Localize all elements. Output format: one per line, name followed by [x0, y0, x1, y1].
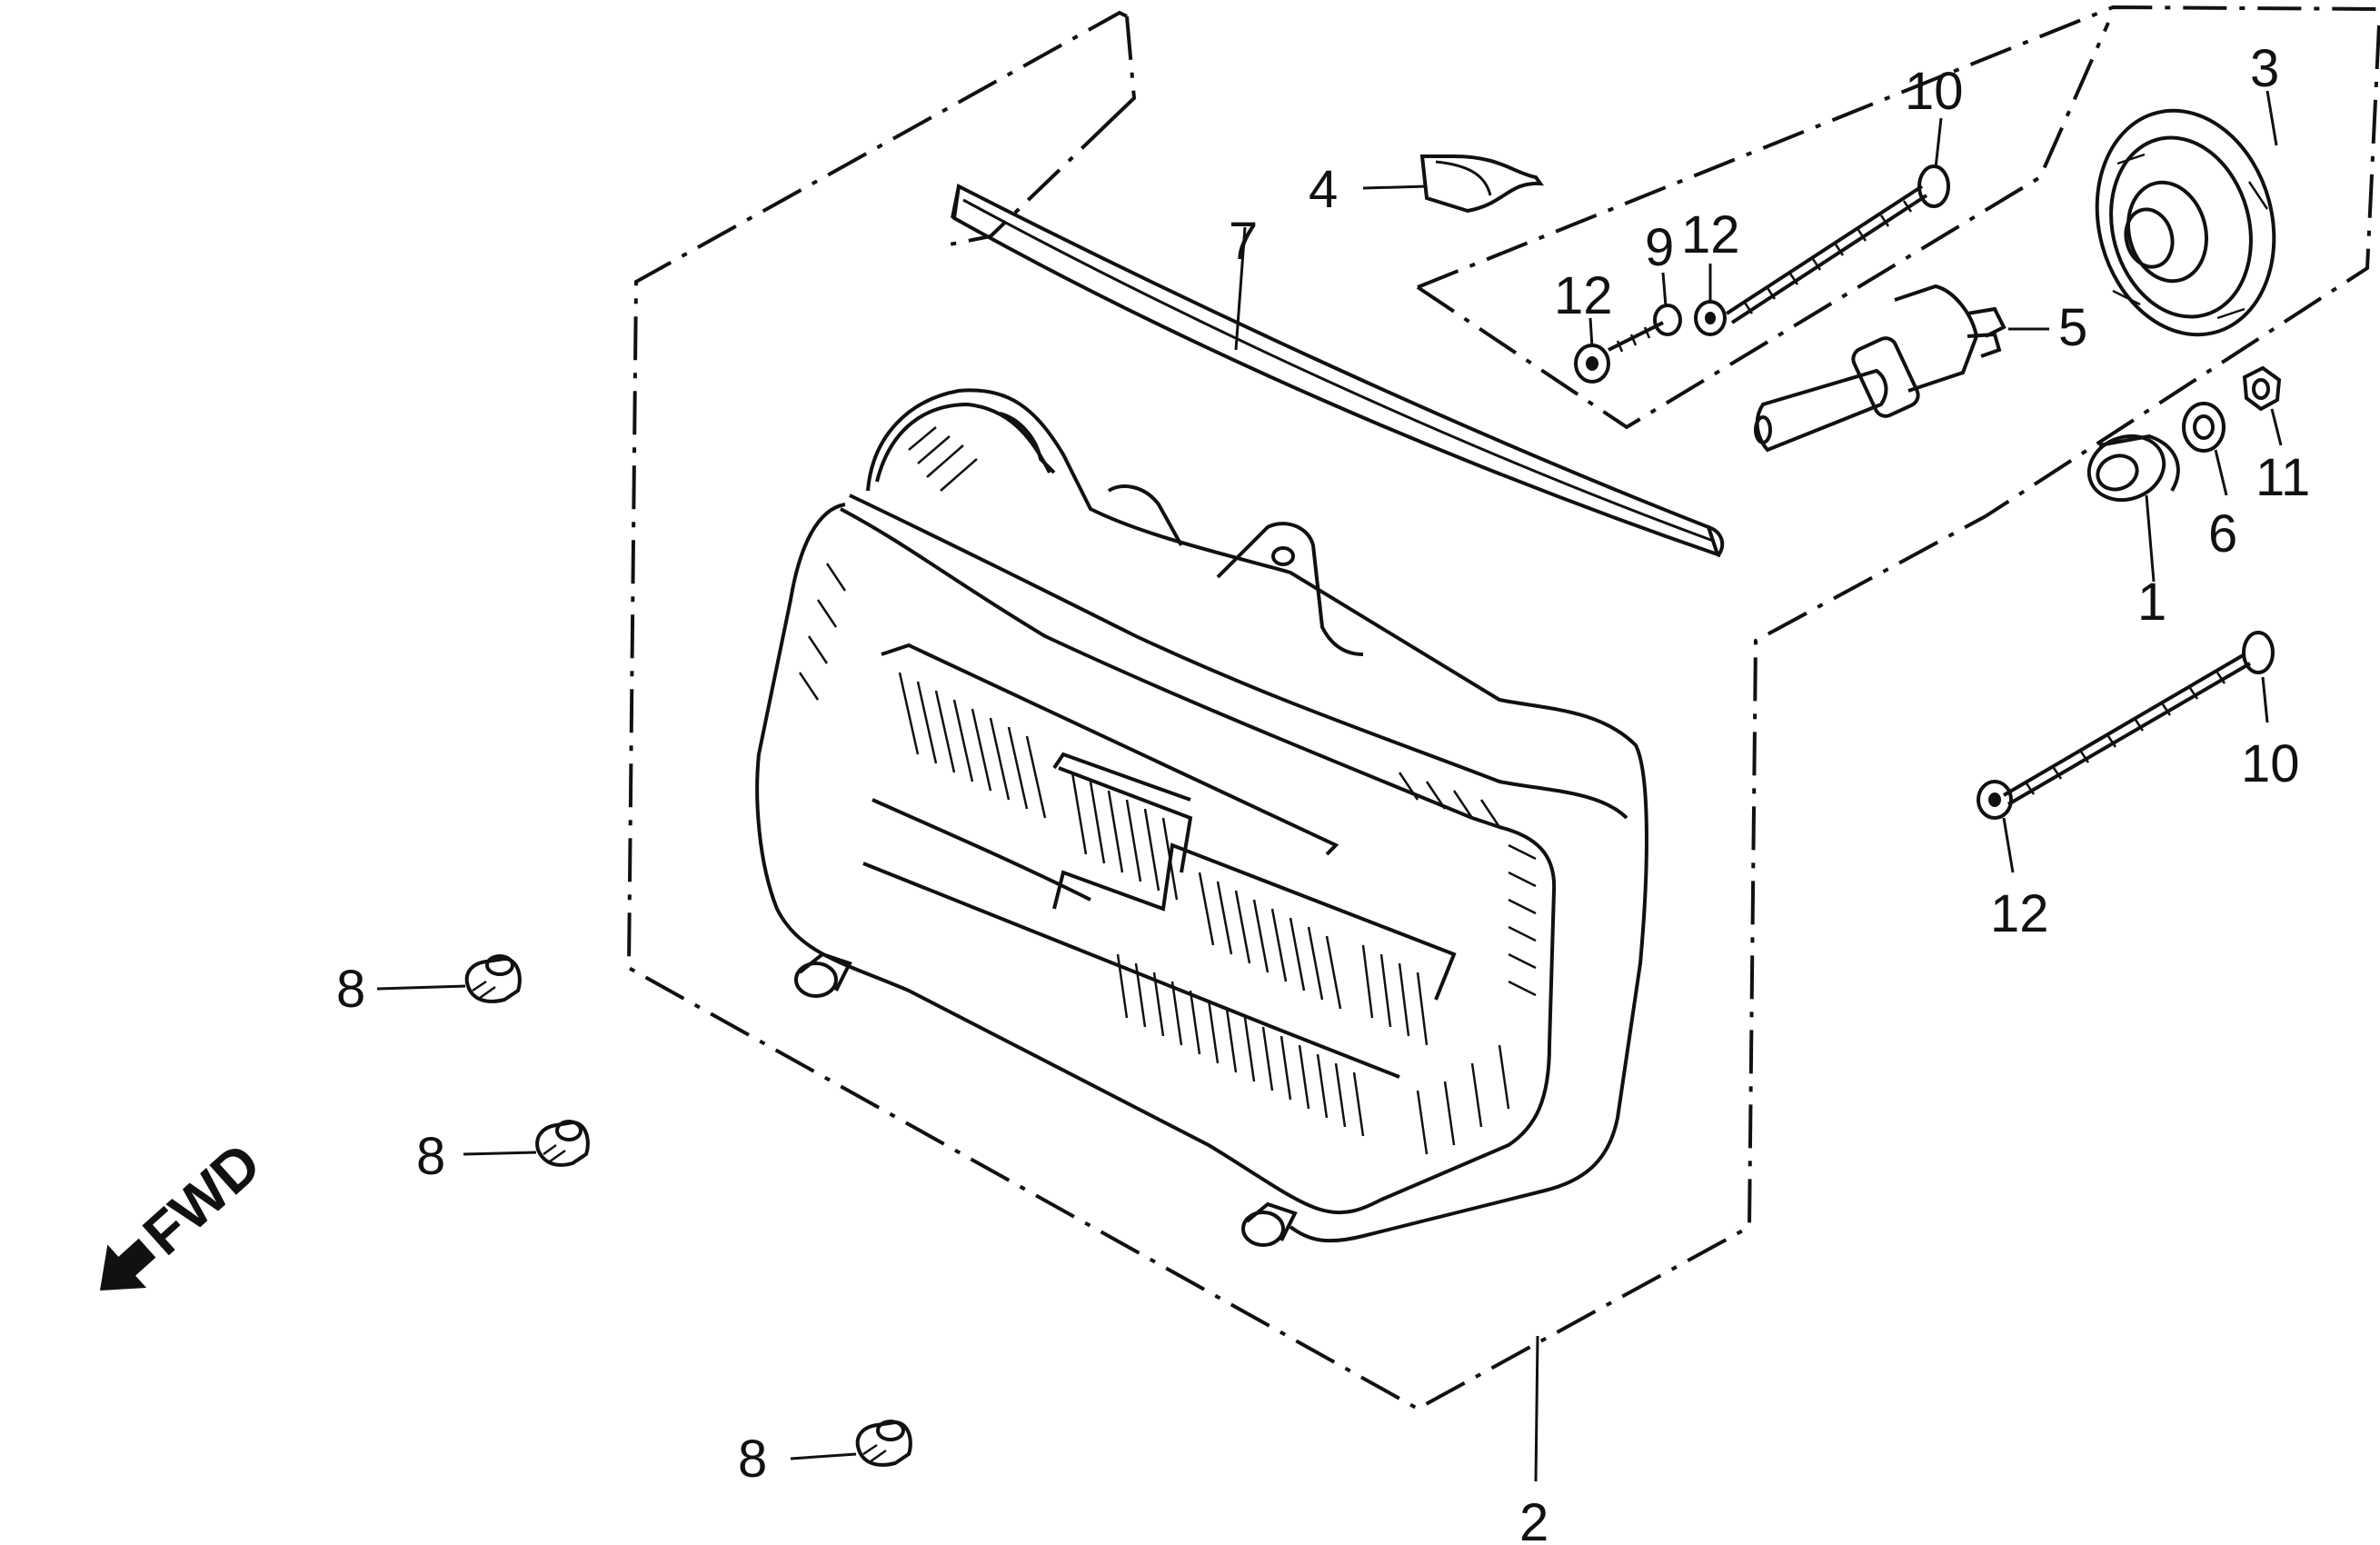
forward-direction-indicator: FWD: [100, 1131, 273, 1291]
screw-part-9: [1608, 304, 1682, 353]
leader-lines: [376, 90, 2283, 1482]
lens-hatching: [798, 426, 1537, 1155]
callout-6: 6: [2208, 504, 2237, 563]
callout-9: 9: [1645, 218, 1674, 277]
forward-arrow-icon: [100, 1238, 156, 1291]
callout-8-bottom: 8: [738, 1430, 767, 1489]
bulb-part-5: [1754, 284, 2007, 453]
screw-part-10-lower: [2002, 631, 2275, 806]
callout-11: 11: [2256, 448, 2310, 507]
callout-8-middle: 8: [416, 1127, 445, 1186]
washer-part-6: [2182, 402, 2226, 453]
screw-part-10-upper: [1725, 164, 1950, 324]
seal-strip-part-7: [951, 183, 1725, 558]
callout-10-lower: 10: [2241, 734, 2300, 793]
callout-1: 1: [2137, 573, 2166, 632]
callout-10-upper: 10: [1905, 62, 1964, 121]
grommet-part-1: [2086, 434, 2180, 503]
callout-labels: 4 7 10 3 12 9 12 5 11 6 1 10 12 8 8 8 2: [336, 39, 2310, 1545]
callout-12-left: 12: [1554, 266, 1613, 325]
washer-part-12-b: [1694, 300, 1727, 336]
callout-12-middle: 12: [1681, 205, 1740, 264]
washer-part-12-c: [1977, 780, 2013, 820]
assembly-boundary: [626, 5, 2380, 1411]
callout-8-top: 8: [336, 960, 365, 1019]
callout-2: 2: [1519, 1493, 1548, 1545]
fwd-label: FWD: [131, 1131, 273, 1268]
callout-4: 4: [1309, 160, 1338, 219]
nut-part-8-a: [464, 954, 522, 1003]
nut-part-11: [2242, 365, 2282, 412]
callout-12-lower: 12: [1990, 884, 2049, 943]
dust-cover-part-3: [2095, 108, 2276, 337]
callout-3: 3: [2250, 39, 2279, 98]
washer-part-12-a: [1574, 344, 1610, 384]
nut-part-8-b: [535, 1120, 590, 1167]
callout-5: 5: [2058, 298, 2087, 357]
headlight-unit-part-2: [755, 388, 1648, 1247]
clip-part-4: [1419, 154, 1545, 214]
nut-part-8-c: [855, 1420, 912, 1467]
callout-7: 7: [1229, 212, 1258, 271]
